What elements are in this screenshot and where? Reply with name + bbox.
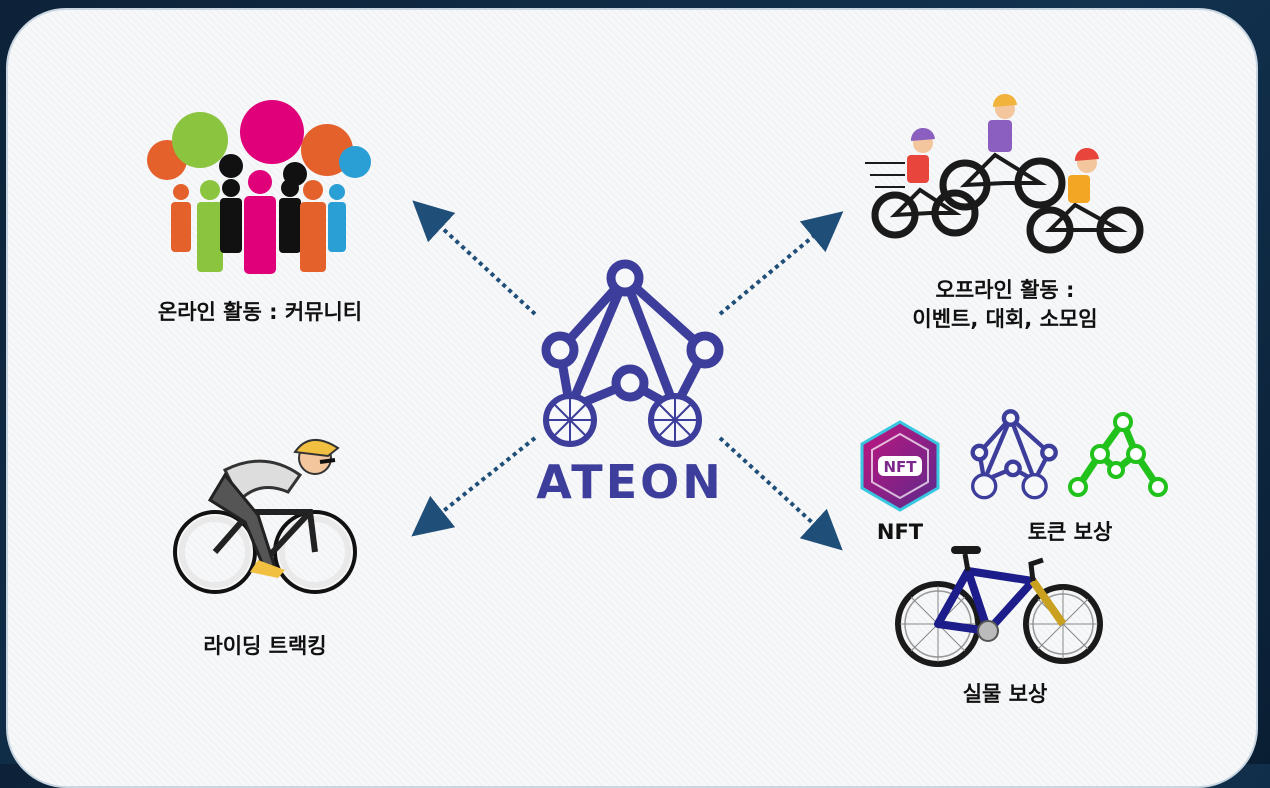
physical-reward-label: 실물 보상: [962, 682, 1048, 706]
arrow-online: [412, 200, 537, 316]
green-token-icon: [1068, 412, 1168, 497]
community-people-icon: [147, 100, 371, 274]
ateon-logo-icon: [541, 259, 724, 447]
online-activity-label: 온라인 활동 : 커뮤니티: [157, 300, 363, 324]
group-cyclists-icon: [865, 93, 1144, 254]
riding-tracking-label: 라이딩 트랙킹: [203, 634, 327, 658]
nft-badge-text: NFT: [883, 458, 917, 476]
logo-wordmark: ATEON: [536, 455, 724, 509]
offline-activity-label-line2: 이벤트, 대회, 소모임: [912, 307, 1098, 331]
arrow-tracking: [411, 436, 537, 537]
bicycle-icon: [895, 546, 1103, 667]
connector-arrows: [411, 200, 844, 551]
token-reward-label: 토큰 보상: [1027, 520, 1113, 544]
offline-activity-label-line1: 오프라인 활동 :: [935, 278, 1075, 302]
arrow-rewards: [718, 436, 843, 551]
token-ateon-icon: [970, 409, 1058, 500]
cyclist-icon: [173, 439, 357, 594]
arrow-offline: [718, 211, 844, 316]
nft-label: NFT: [876, 520, 924, 544]
nft-badge-icon: NFT: [860, 420, 940, 512]
